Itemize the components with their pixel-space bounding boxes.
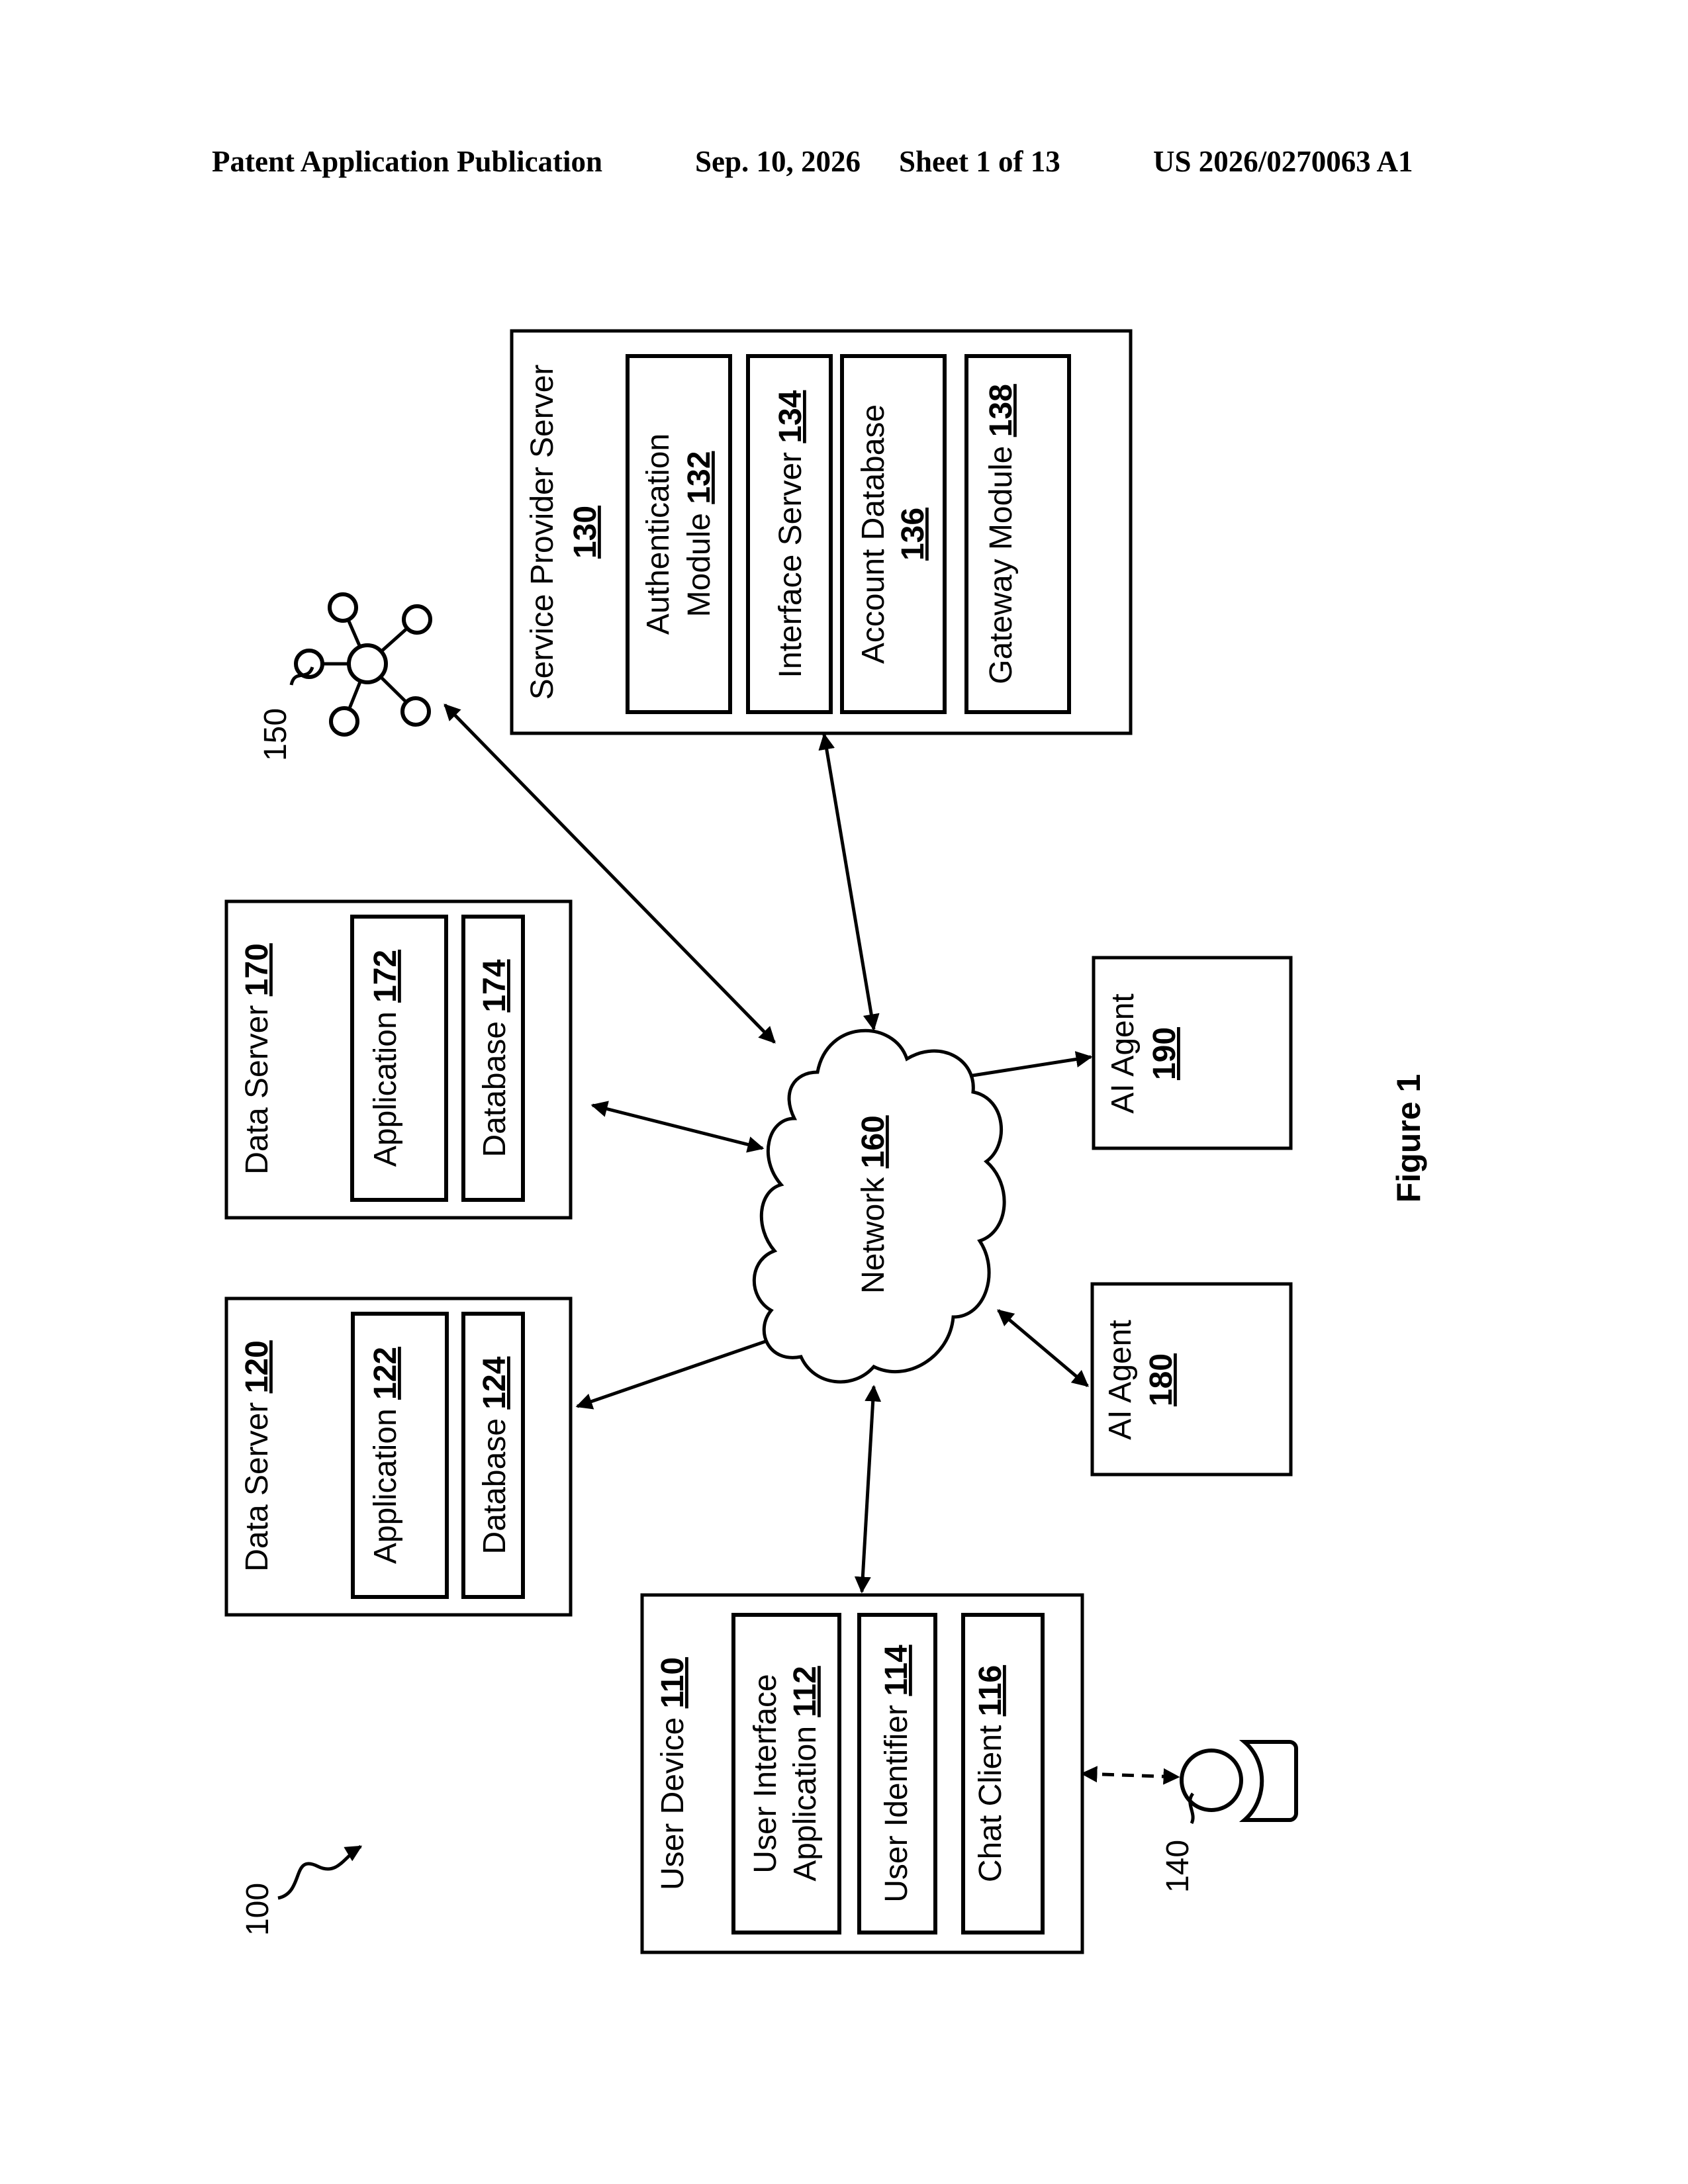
ai-agent-180-title: AI Agent bbox=[1103, 1320, 1138, 1439]
data-server-120-title: Data Server 120 bbox=[240, 1340, 275, 1572]
ai-agent-180: AI Agent 180 bbox=[1092, 1284, 1291, 1475]
service-provider-title: Service Provider Server bbox=[525, 365, 560, 700]
user-device-title: User Device 110 bbox=[655, 1657, 690, 1890]
user-interface-application-line1: User Interface bbox=[748, 1674, 783, 1873]
blockchain-network-icon bbox=[296, 594, 430, 735]
data-server-120: Data Server 120 Application 122 Database… bbox=[226, 1298, 571, 1615]
data-server-170-title: Data Server 170 bbox=[240, 943, 275, 1175]
service-provider-num: 130 bbox=[568, 506, 603, 559]
user-device: User Device 110 User Interface Applicati… bbox=[642, 1595, 1082, 1952]
application-122-label: Application 122 bbox=[368, 1347, 403, 1564]
ai-agent-190-title: AI Agent bbox=[1105, 993, 1141, 1113]
ref-140: 140 bbox=[1160, 1840, 1196, 1893]
arrow-network-service-provider bbox=[824, 735, 874, 1029]
application-172-label: Application 172 bbox=[368, 950, 403, 1167]
ref-100-arrow bbox=[278, 1846, 361, 1898]
chat-client-label: Chat Client 116 bbox=[973, 1665, 1008, 1882]
authentication-module-line2: Module 132 bbox=[682, 451, 717, 617]
arrow-network-ai-agent-180 bbox=[998, 1310, 1088, 1386]
data-server-170: Data Server 170 Application 172 Database… bbox=[226, 901, 571, 1218]
account-database-line1: Account Database bbox=[856, 404, 891, 664]
user-interface-application-line2: Application 112 bbox=[788, 1666, 823, 1882]
ai-agent-190-num: 190 bbox=[1147, 1027, 1182, 1080]
figure-label: Figure 1 bbox=[1390, 1074, 1427, 1203]
database-174-label: Database 174 bbox=[477, 959, 512, 1157]
network-label: Network 160 bbox=[856, 1115, 891, 1293]
user-identifier-label: User Identifier 114 bbox=[879, 1645, 914, 1903]
network-cloud: Network 160 bbox=[754, 1030, 1004, 1382]
arrow-network-data-server-120 bbox=[577, 1336, 782, 1406]
database-124-label: Database 124 bbox=[477, 1356, 512, 1554]
service-provider-server: Service Provider Server 130 Authenticati… bbox=[512, 331, 1131, 733]
gateway-module-label: Gateway Module 138 bbox=[984, 384, 1019, 684]
ref-100: 100 bbox=[240, 1883, 275, 1936]
arrow-user-device-user bbox=[1082, 1774, 1178, 1777]
ai-agent-190: AI Agent 190 bbox=[1094, 958, 1291, 1148]
ai-agent-180-num: 180 bbox=[1144, 1353, 1179, 1406]
arrow-network-user-device bbox=[862, 1387, 874, 1592]
user-person-icon bbox=[1182, 1742, 1296, 1820]
interface-server-label: Interface Server 134 bbox=[773, 390, 808, 678]
arrow-network-data-server-170 bbox=[592, 1105, 763, 1148]
ref-150: 150 bbox=[258, 708, 293, 761]
account-database-num: 136 bbox=[896, 508, 931, 561]
authentication-module-line1: Authentication bbox=[641, 433, 676, 635]
